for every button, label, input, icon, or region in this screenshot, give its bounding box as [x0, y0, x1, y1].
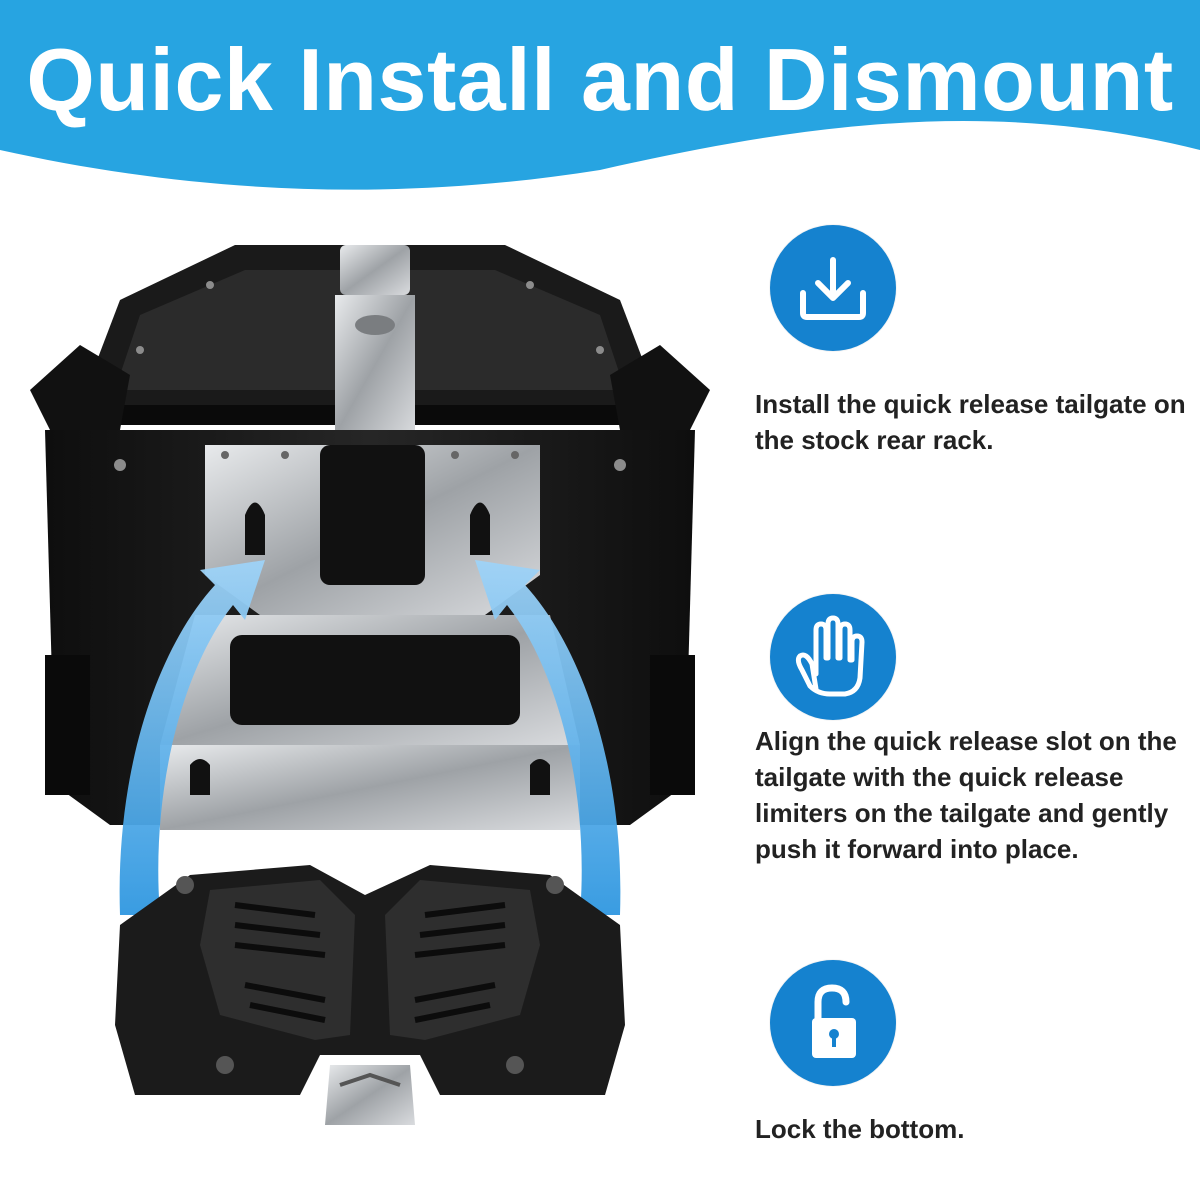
banner-background: [0, 0, 1200, 190]
step-3-text: Lock the bottom.: [755, 1114, 965, 1144]
unlocked-padlock-icon: [770, 960, 896, 1086]
install-arrow-right: [475, 560, 621, 915]
raised-hand-icon: [770, 594, 896, 720]
top-case-illustration: [30, 245, 710, 1125]
step-1-text: Install the quick release tailgate on th…: [755, 389, 1186, 455]
case-latch: [335, 245, 415, 435]
mounting-plate: [160, 445, 580, 830]
rear-rack-plate: [115, 865, 625, 1125]
page-title: Quick Install and Dismount: [26, 30, 1174, 129]
product-image: [20, 225, 720, 1195]
download-tray-icon: [770, 225, 896, 351]
step-2-text: Align the quick release slot on the tail…: [755, 726, 1177, 864]
header-banner: Quick Install and Dismount: [0, 0, 1200, 200]
install-arrow-left: [119, 560, 265, 915]
